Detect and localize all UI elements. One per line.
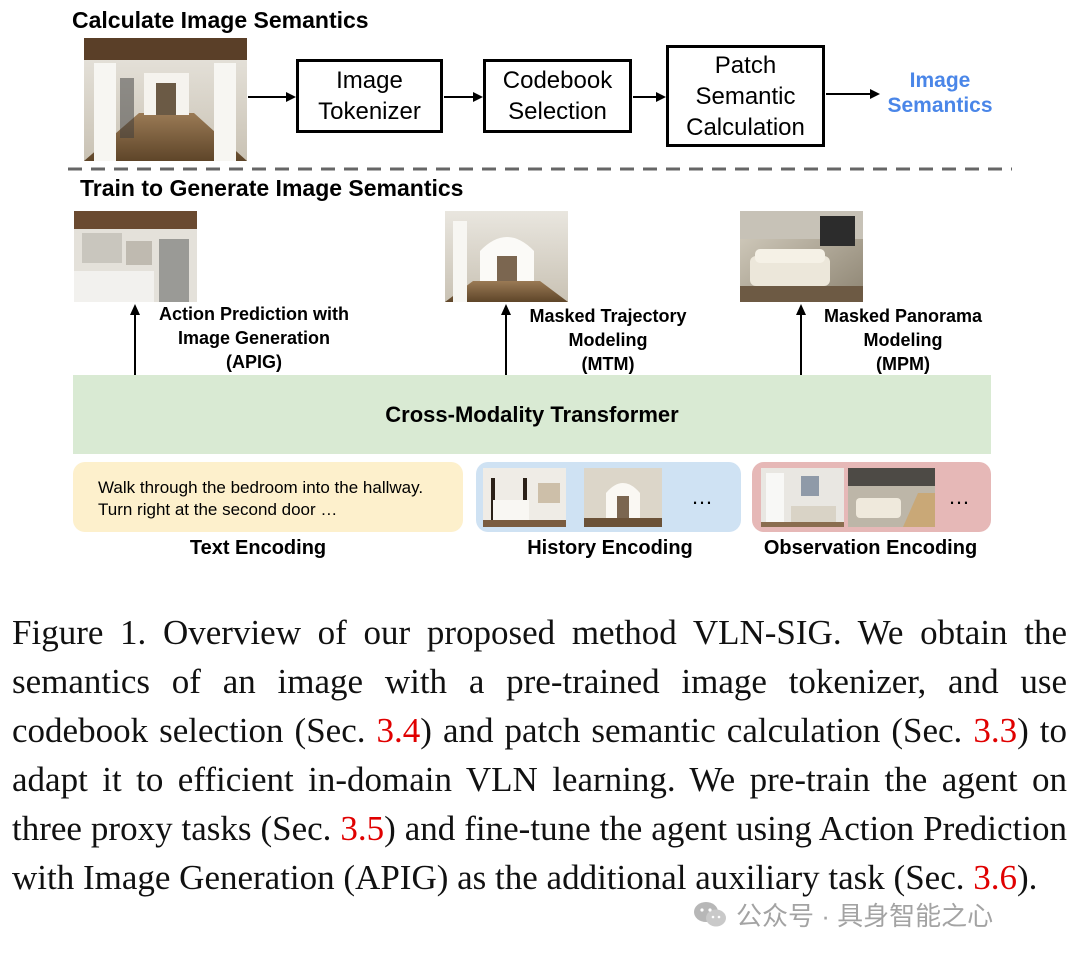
observation-ellipsis: … <box>948 484 970 509</box>
watermark-text: 公众号 · 具身智能之心 <box>736 901 994 931</box>
living-room-image <box>740 211 863 302</box>
task-mpm-label: Masked Panorama Modeling (MPM) <box>823 306 983 374</box>
history-arch-image <box>584 468 662 527</box>
caption-text-4: ) and fine-tune the agent using Action P… <box>12 809 1068 897</box>
observation-image-1 <box>761 468 844 527</box>
ref-link-3-5[interactable]: 3.5 <box>340 809 385 848</box>
text-encoding-box: Walk through the bedroom into the hallwa… <box>73 462 463 532</box>
history-ellipsis: … <box>691 484 713 509</box>
section-title-calculate: Calculate Image Semantics <box>72 7 369 33</box>
wechat-icon <box>694 901 726 926</box>
text-encoding-label: Text Encoding <box>189 537 327 559</box>
instruction-text: Walk through the bedroom into the hallwa… <box>98 478 424 519</box>
figure-caption: Figure 1. Overview of our proposed metho… <box>12 608 1067 902</box>
kitchen-image <box>74 211 197 302</box>
image-tokenizer-box: Image Tokenizer <box>296 59 443 133</box>
ref-link-3-3[interactable]: 3.3 <box>973 711 1018 750</box>
codebook-selection-box: Codebook Selection <box>483 59 632 133</box>
caption-text-3: ) to adapt it to efficient in-domain VLN… <box>12 711 1067 848</box>
section-title-train: Train to Generate Image Semantics <box>80 175 464 201</box>
top-flow-arrows <box>68 89 1012 171</box>
transformer-label: Cross-Modality Transformer <box>385 401 679 427</box>
hallway-image <box>84 38 247 161</box>
observation-image-2 <box>848 468 935 527</box>
observation-encoding-box: … <box>752 462 991 532</box>
task-arrows <box>130 304 806 375</box>
cross-modality-transformer: Cross-Modality Transformer <box>73 375 991 454</box>
arch-hall-image <box>445 211 568 302</box>
history-bedroom-image <box>483 468 566 527</box>
ref-link-3-4[interactable]: 3.4 <box>376 711 421 750</box>
history-encoding-label: History Encoding <box>527 537 693 559</box>
task-mtm-label: Masked Trajectory Modeling (MTM) <box>529 306 687 374</box>
image-semantics-label: Image Semantics <box>887 69 993 117</box>
patch-semantic-calculation-box: Patch Semantic Calculation <box>666 45 825 147</box>
task-apig-label: Action Prediction with Image Generation … <box>158 304 349 372</box>
caption-text-5: ). <box>1017 858 1038 897</box>
ref-link-3-6[interactable]: 3.6 <box>973 858 1017 897</box>
caption-text-1: Figure 1. Overview of our proposed metho… <box>12 613 1067 750</box>
watermark: 公众号 · 具身智能之心 <box>692 896 993 933</box>
observation-encoding-label: Observation Encoding <box>763 537 978 559</box>
caption-text-2: ) and patch semantic calculation (Sec. <box>420 711 974 750</box>
history-encoding-box: … <box>476 462 741 532</box>
